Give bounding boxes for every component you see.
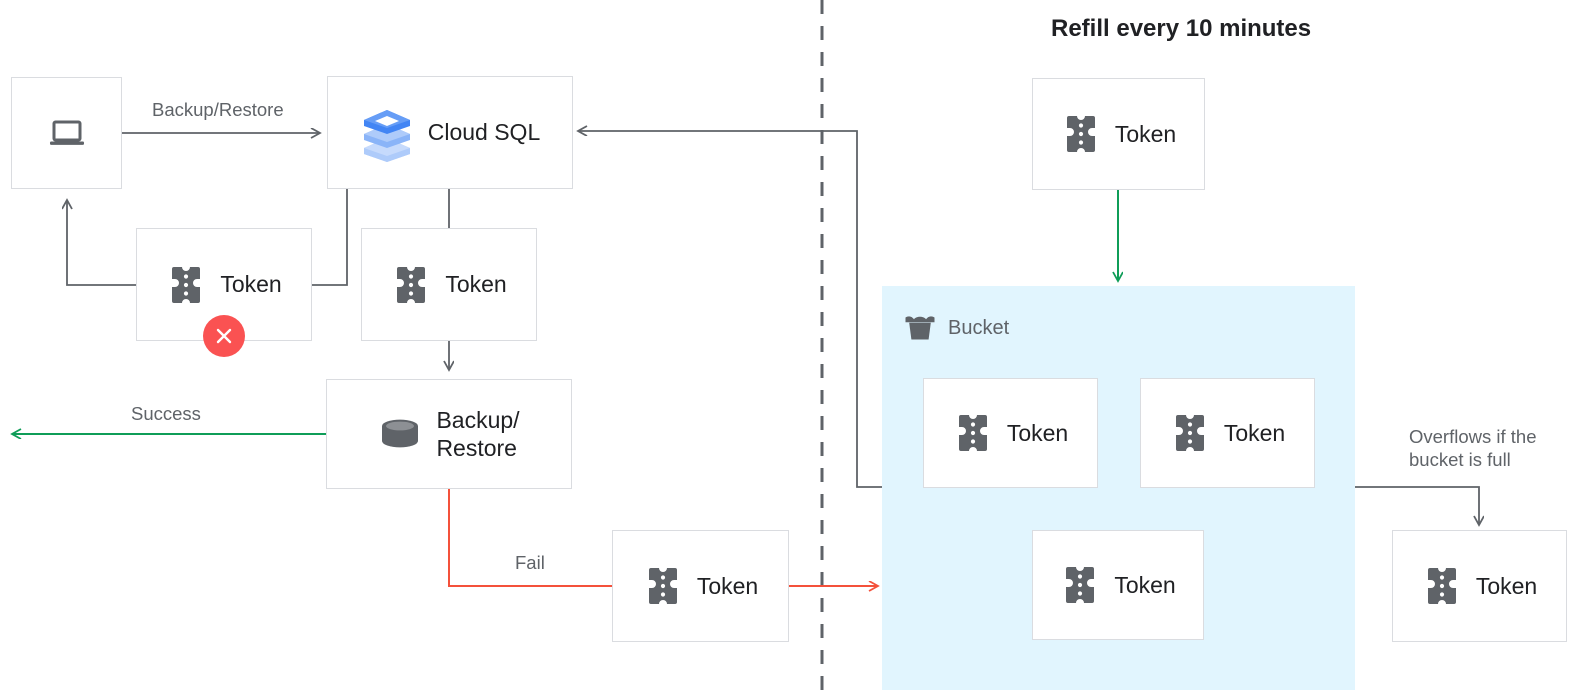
node-cloud-sql[interactable]: Cloud SQL	[327, 76, 573, 189]
bucket-label: Bucket	[948, 316, 1010, 339]
laptop-icon	[49, 120, 84, 145]
edge-overflow	[1355, 486, 1479, 525]
page-title: Refill every 10 minutes	[1051, 15, 1312, 42]
node-token-bucket-1[interactable]: Token	[923, 378, 1098, 488]
node-token-bucket-2-label: Token	[1223, 419, 1286, 446]
node-token-refill[interactable]: Token	[1032, 78, 1205, 190]
error-badge	[203, 315, 245, 357]
node-token-bucket-3[interactable]: Token	[1032, 530, 1204, 640]
node-backup-restore[interactable]: Backup/ Restore	[326, 379, 572, 489]
node-token-overflow[interactable]: Token	[1392, 530, 1567, 642]
node-token-bucket-3-label: Token	[1114, 571, 1176, 598]
token-icon	[172, 266, 201, 303]
token-icon	[648, 568, 677, 604]
error-x-icon	[216, 328, 232, 344]
node-token-fail-return[interactable]: Token	[612, 530, 789, 642]
node-token-consumed[interactable]: Token	[361, 228, 537, 341]
bucket-icon	[905, 316, 935, 340]
node-token-fail-return-label: Token	[696, 572, 759, 599]
node-backup-restore-label: Backup/ Restore	[436, 406, 520, 461]
bucket-title: Bucket	[903, 312, 1009, 344]
node-token-failed-label: Token	[220, 271, 282, 298]
token-icon	[397, 266, 426, 303]
node-token-bucket-1-label: Token	[1006, 419, 1069, 446]
edge-label-success: Success	[131, 403, 201, 424]
node-token-failed[interactable]: Token	[136, 228, 312, 341]
node-cloud-sql-label: Cloud SQL	[427, 119, 541, 146]
edge-bucket-to-cloudsql	[578, 131, 882, 488]
edge-label-backup-restore: Backup/Restore	[152, 99, 284, 120]
node-token-overflow-label: Token	[1475, 572, 1538, 599]
edge-label-fail: Fail	[515, 552, 545, 573]
node-client[interactable]	[11, 77, 122, 189]
node-token-consumed-label: Token	[445, 271, 507, 298]
database-icon	[382, 419, 419, 448]
token-icon	[1066, 116, 1095, 152]
node-token-bucket-2[interactable]: Token	[1140, 378, 1315, 488]
token-icon	[1427, 568, 1456, 604]
token-icon	[958, 415, 987, 451]
token-icon	[1175, 415, 1204, 451]
edge-label-overflow: Overflows if the bucket is full	[1409, 426, 1537, 471]
token-icon	[1066, 567, 1095, 603]
node-token-refill-label: Token	[1114, 120, 1177, 147]
cloud-sql-icon	[363, 109, 410, 162]
